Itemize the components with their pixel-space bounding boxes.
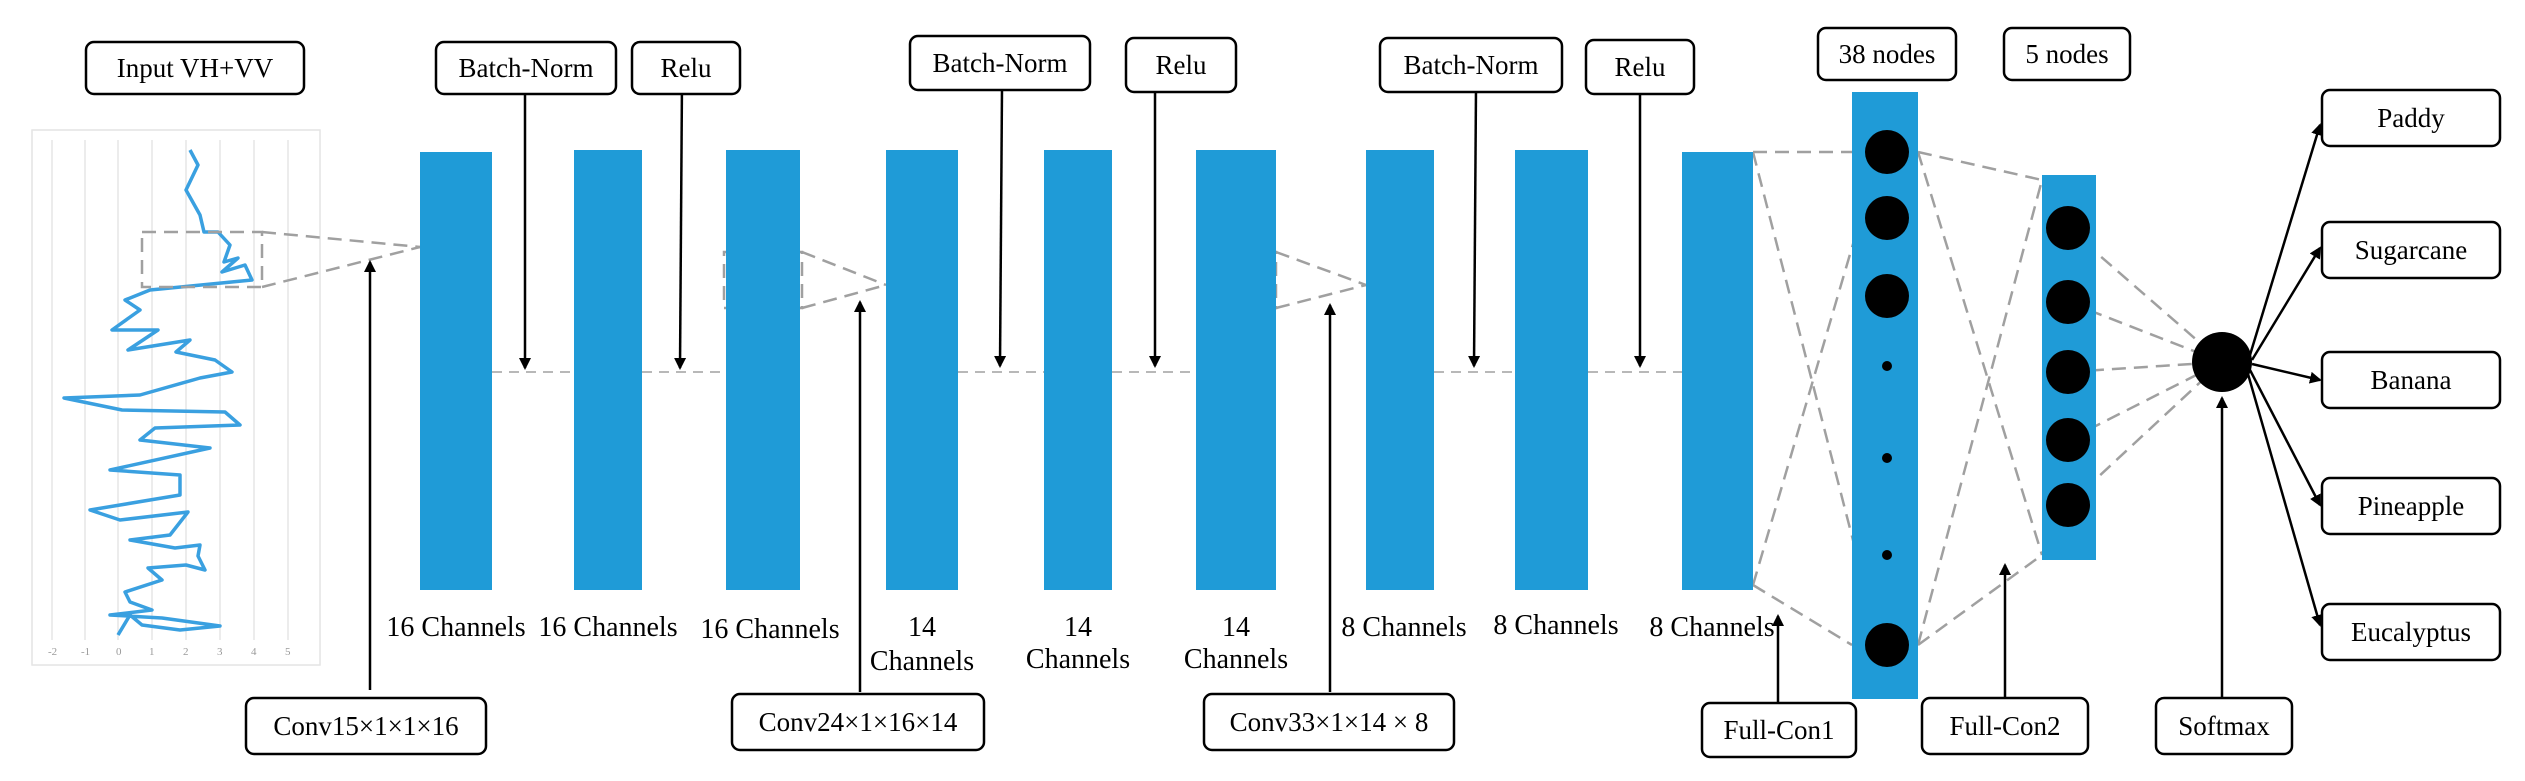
channel-caption: 14 xyxy=(1064,612,1092,643)
fc2-nodes-label: 5 nodes xyxy=(2025,39,2108,69)
channel-caption: 16 Channels xyxy=(538,612,677,643)
conv2-label: Conv24×1×16×14 xyxy=(759,707,958,737)
svg-text:2: 2 xyxy=(183,646,189,658)
channel-caption: 8 Channels xyxy=(1341,612,1466,643)
batch-norm-label: Batch-Norm xyxy=(933,48,1068,78)
relu-box: Relu xyxy=(1124,36,1238,94)
class-box-eucalyptus: Eucalyptus xyxy=(2320,602,2502,662)
softmax-node xyxy=(2192,332,2252,392)
softmax-label: Softmax xyxy=(2178,711,2270,741)
dense-node xyxy=(2046,280,2090,324)
channel-caption: 8 Channels xyxy=(1493,610,1618,641)
fc1-nodes-label: 38 nodes xyxy=(1839,39,1936,69)
batch-norm-label: Batch-Norm xyxy=(1404,50,1539,80)
feature-map-block xyxy=(1044,150,1112,590)
dense-node xyxy=(2046,418,2090,462)
channel-caption: Channels xyxy=(1184,644,1288,675)
fc2-box: Full-Con2 xyxy=(1920,696,2090,756)
svg-text:5: 5 xyxy=(285,646,291,658)
conv3-label: Conv33×1×14 × 8 xyxy=(1230,707,1429,737)
class-box-pineapple: Pineapple xyxy=(2320,476,2502,536)
feature-map-block xyxy=(726,150,800,590)
ellipsis-dot xyxy=(1882,453,1892,463)
input-label-box: Input VH+VV xyxy=(84,40,306,96)
channel-caption: Channels xyxy=(870,646,974,677)
dense-node xyxy=(2046,350,2090,394)
channel-caption: 8 Channels xyxy=(1649,612,1774,643)
dense-node xyxy=(2046,483,2090,527)
svg-text:3: 3 xyxy=(217,646,223,658)
fc1-box: Full-Con1 xyxy=(1700,701,1858,759)
conv2-box: Conv24×1×16×14 xyxy=(730,692,986,752)
feature-map-block xyxy=(1682,152,1753,590)
fc2-label: Full-Con2 xyxy=(1949,711,2060,741)
feature-map-block xyxy=(420,152,492,590)
ellipsis-dot xyxy=(1882,361,1892,371)
batch-norm-box: Batch-Norm xyxy=(1378,36,1564,94)
conv1-box: Conv15×1×1×16 xyxy=(244,696,488,756)
feature-map-blocks xyxy=(420,150,1753,590)
feature-map-block xyxy=(1515,150,1588,590)
svg-text:0: 0 xyxy=(116,646,122,658)
feature-map-block xyxy=(1366,150,1434,590)
dense-node xyxy=(1865,274,1909,318)
class-box-sugarcane: Sugarcane xyxy=(2320,220,2502,280)
channel-caption: Channels xyxy=(1026,644,1130,675)
conv1-label: Conv15×1×1×16 xyxy=(273,711,458,741)
conv3-box: Conv33×1×14 × 8 xyxy=(1202,692,1456,752)
batch-norm-box: Batch-Norm xyxy=(908,34,1092,92)
channel-caption: 14 xyxy=(1222,612,1250,643)
channel-caption: 14 xyxy=(908,612,936,643)
fc1-nodes-box: 38 nodes xyxy=(1816,26,1958,82)
dense-node xyxy=(1865,130,1909,174)
fc2-nodes-box: 5 nodes xyxy=(2002,26,2132,82)
feature-map-block xyxy=(886,150,958,590)
input-signal-plot: -2 -1 0 1 2 3 4 5 xyxy=(31,129,321,666)
feature-map-block xyxy=(1196,150,1276,590)
channel-caption: 16 Channels xyxy=(700,614,839,645)
relu-box: Relu xyxy=(630,40,742,96)
ellipsis-dot xyxy=(1882,550,1892,560)
relu-label: Relu xyxy=(1615,52,1666,82)
feature-map-block xyxy=(574,150,642,590)
class-label: Banana xyxy=(2371,365,2452,395)
channel-captions: 16 Channels 16 Channels 16 Channels 14 C… xyxy=(386,610,1774,677)
class-box-paddy: Paddy xyxy=(2320,88,2502,148)
input-signal-line xyxy=(62,149,254,636)
relu-label: Relu xyxy=(661,53,712,83)
relu-box: Relu xyxy=(1584,38,1696,96)
fc1-label: Full-Con1 xyxy=(1723,715,1834,745)
plot-tick-labels: -2 -1 0 1 2 3 4 5 xyxy=(48,646,291,658)
dense-node xyxy=(1865,196,1909,240)
batch-norm-box: Batch-Norm xyxy=(434,40,618,96)
class-label: Pineapple xyxy=(2358,491,2464,521)
relu-label: Relu xyxy=(1156,50,1207,80)
class-label: Paddy xyxy=(2377,103,2445,133)
dense-layer-38 xyxy=(1852,92,1918,699)
channel-caption: 16 Channels xyxy=(386,612,525,643)
dense-node xyxy=(2046,206,2090,250)
class-label: Eucalyptus xyxy=(2351,617,2471,647)
svg-text:1: 1 xyxy=(149,646,155,658)
dense-layer-5 xyxy=(2042,175,2096,560)
arrows xyxy=(364,78,2324,703)
batch-norm-label: Batch-Norm xyxy=(459,53,594,83)
dense-node xyxy=(1865,623,1909,667)
class-label: Sugarcane xyxy=(2355,235,2467,265)
class-box-banana: Banana xyxy=(2320,350,2502,410)
softmax-box: Softmax xyxy=(2154,696,2294,756)
svg-text:-2: -2 xyxy=(48,646,57,658)
input-label: Input VH+VV xyxy=(117,53,274,83)
svg-text:4: 4 xyxy=(251,646,257,658)
svg-text:-1: -1 xyxy=(81,646,90,658)
